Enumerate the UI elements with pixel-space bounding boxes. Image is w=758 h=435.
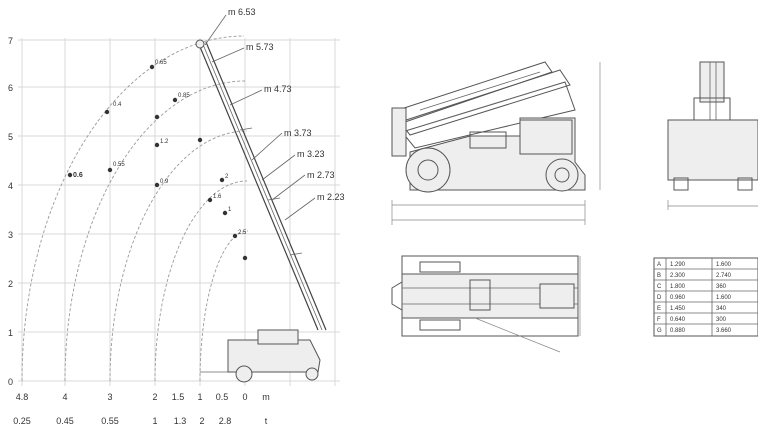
load-points	[67, 64, 248, 261]
front-wheel	[405, 147, 451, 193]
y-tick-0: 0	[8, 377, 13, 387]
load-label-3: 0.85	[178, 93, 190, 99]
spec-cell: E	[657, 306, 661, 312]
load-label-10: 2.5	[238, 230, 247, 236]
spec-cell: 300	[716, 317, 727, 323]
spec-cell: 360	[716, 284, 727, 290]
x-tick-top-4: 1.5	[172, 392, 185, 402]
x-tick-top-0: 4.8	[16, 392, 29, 402]
boom-label-5: m 2.73	[307, 170, 335, 180]
x-tick-bottom-6: 2.8	[219, 416, 232, 426]
x-tick-bottom-1: 0.45	[56, 416, 74, 426]
load-label-8: 1.6	[213, 194, 222, 200]
spec-row: D 0.960 1.600	[657, 295, 732, 301]
spec-cell: 1.800	[670, 284, 686, 290]
spec-cell: A	[657, 262, 661, 268]
x-tick-top-7: 0	[242, 392, 247, 402]
spec-row: G 0.880 3.660	[657, 328, 732, 334]
machine-base-small	[200, 329, 321, 383]
rear-wheel	[545, 158, 579, 192]
front-view-drawing	[667, 61, 758, 210]
spec-cell: 3.660	[716, 328, 732, 334]
boom-label-0: m 6.53	[228, 7, 256, 17]
load-label-6: 1	[228, 207, 232, 213]
working-range-arcs	[21, 35, 249, 382]
spec-cell: F	[657, 317, 661, 323]
load-label-9: 2	[225, 174, 229, 180]
y-tick-6: 6	[8, 83, 13, 93]
boom-label-1: m 5.73	[246, 42, 274, 52]
spec-cell: B	[657, 273, 661, 279]
spec-row: B 2.300 2.740	[657, 273, 732, 279]
spec-cell: 1.600	[716, 262, 732, 268]
y-tick-7: 7	[8, 36, 13, 46]
x-tick-top-3: 2	[152, 392, 157, 402]
x-tick-top-2: 3	[107, 392, 112, 402]
spec-row: F 0.640 300	[657, 317, 727, 323]
spec-cell: 2.740	[716, 273, 732, 279]
y-tick-1: 1	[8, 328, 13, 338]
x-tick-top-8: m	[262, 392, 270, 402]
spec-cell: 1.450	[670, 306, 686, 312]
x-tick-bottom-7: t	[265, 416, 268, 426]
load-chart: 0 1 2 3 4 5 6 7 4.8 4 3 2 1.5 1 0.5 0 m …	[8, 7, 345, 426]
x-tick-top-5: 1	[197, 392, 202, 402]
spec-row: C 1.800 360	[657, 284, 727, 290]
x-tick-top-6: 0.5	[216, 392, 229, 402]
spec-cell: 1.600	[716, 295, 732, 301]
chart-grid	[18, 38, 340, 386]
boom-outline	[195, 14, 327, 331]
spec-cell: 0.880	[670, 328, 686, 334]
y-tick-3: 3	[8, 230, 13, 240]
spec-table: A 1.290 1.600 B 2.300 2.740 C 1.800 360 …	[653, 257, 758, 337]
x-tick-bottom-0: 0.25	[13, 416, 31, 426]
load-label-1: 0.55	[113, 162, 125, 168]
spec-row: A 1.290 1.600	[657, 262, 732, 268]
x-tick-top-1: 4	[62, 392, 67, 402]
spec-cell: 2.300	[670, 273, 686, 279]
spec-cell: D	[657, 295, 662, 301]
y-tick-4: 4	[8, 181, 13, 191]
x-tick-bottom-4: 1.3	[174, 416, 187, 426]
side-view-drawing	[391, 61, 601, 225]
spec-cell: 340	[716, 306, 727, 312]
load-label-7: 1.2	[160, 139, 169, 145]
spec-cell: C	[657, 284, 662, 290]
y-tick-2: 2	[8, 279, 13, 289]
x-tick-bottom-5: 2	[199, 416, 204, 426]
spec-cell: 0.960	[670, 295, 686, 301]
spec-row: E 1.450 340	[657, 306, 727, 312]
load-label-5: 0.9	[160, 179, 169, 185]
boom-label-6: m 2.23	[317, 192, 345, 202]
boom-tip	[195, 39, 205, 49]
y-tick-5: 5	[8, 132, 13, 142]
boom-label-2: m 4.73	[264, 84, 292, 94]
boom-label-4: m 3.23	[297, 149, 325, 159]
load-label-2: 0.6	[73, 172, 83, 179]
x-tick-bottom-3: 1	[152, 416, 157, 426]
spec-cell: 0.640	[670, 317, 686, 323]
x-tick-bottom-2: 0.55	[101, 416, 119, 426]
load-label-4: 0.65	[155, 60, 167, 66]
load-label-0: 0.4	[113, 102, 122, 108]
spec-cell: G	[657, 328, 662, 334]
spec-cell: 1.290	[670, 262, 686, 268]
basket-side	[391, 107, 407, 157]
top-view-drawing	[391, 255, 581, 353]
boom-label-3: m 3.73	[284, 128, 312, 138]
